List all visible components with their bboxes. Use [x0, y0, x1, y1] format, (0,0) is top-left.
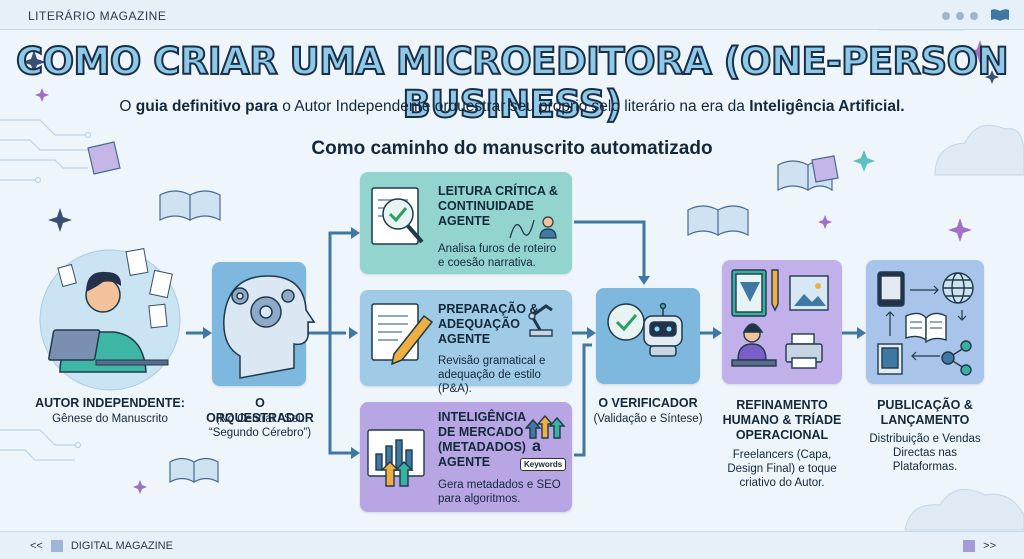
next-arrows[interactable]: >> [983, 540, 996, 552]
orchestrator-card [212, 262, 306, 386]
book-icon [991, 9, 1009, 21]
footer-right: >> [963, 540, 996, 552]
orchestrator-title: O ORQUESTRADOR [206, 396, 314, 425]
refinement-card [722, 260, 842, 384]
section-title: Como caminho do manuscrito automatizado [311, 138, 713, 159]
verifier-title: O VERIFICADOR [598, 396, 698, 410]
person-laptop-icon [39, 248, 181, 391]
square-icon [50, 540, 63, 552]
book-icon [87, 141, 839, 484]
footer-left: << DIGITAL MAGAZINE [30, 540, 173, 552]
square-icon [963, 540, 976, 552]
subtitle: O guia definitivo para o Autor Independe… [119, 98, 905, 115]
bottom-bar: << DIGITAL MAGAZINE >> [0, 531, 1024, 559]
amazon-logo: a [532, 438, 541, 455]
orchestrator-desc: (Nó Central / Seu“Segundo Cérebro”) [208, 413, 312, 439]
verifier-desc: (Validação e Síntese) [593, 413, 703, 425]
arrowheads [203, 227, 866, 459]
pagination-dots [942, 12, 978, 20]
sparkle-icon [22, 40, 999, 494]
top-bar: LITERÁRIO MAGAZINE [0, 0, 1024, 30]
footer-label: DIGITAL MAGAZINE [70, 540, 173, 552]
keywords-badge: Keywords [520, 458, 567, 471]
brand-label: LITERÁRIO MAGAZINE [28, 9, 167, 23]
author-title: AUTOR INDEPENDENTE: [35, 396, 185, 410]
publication-card [866, 260, 984, 384]
publication-title: PUBLICAÇÃO &LANÇAMENTO [877, 398, 973, 427]
main-title: COMO CRIAR UMA MICROEDITORA (ONE-PERSON … [15, 39, 1010, 127]
author-desc: Gênese do Manuscrito [52, 413, 168, 425]
prev-arrows[interactable]: << [30, 540, 43, 552]
verifier-card [596, 288, 700, 384]
